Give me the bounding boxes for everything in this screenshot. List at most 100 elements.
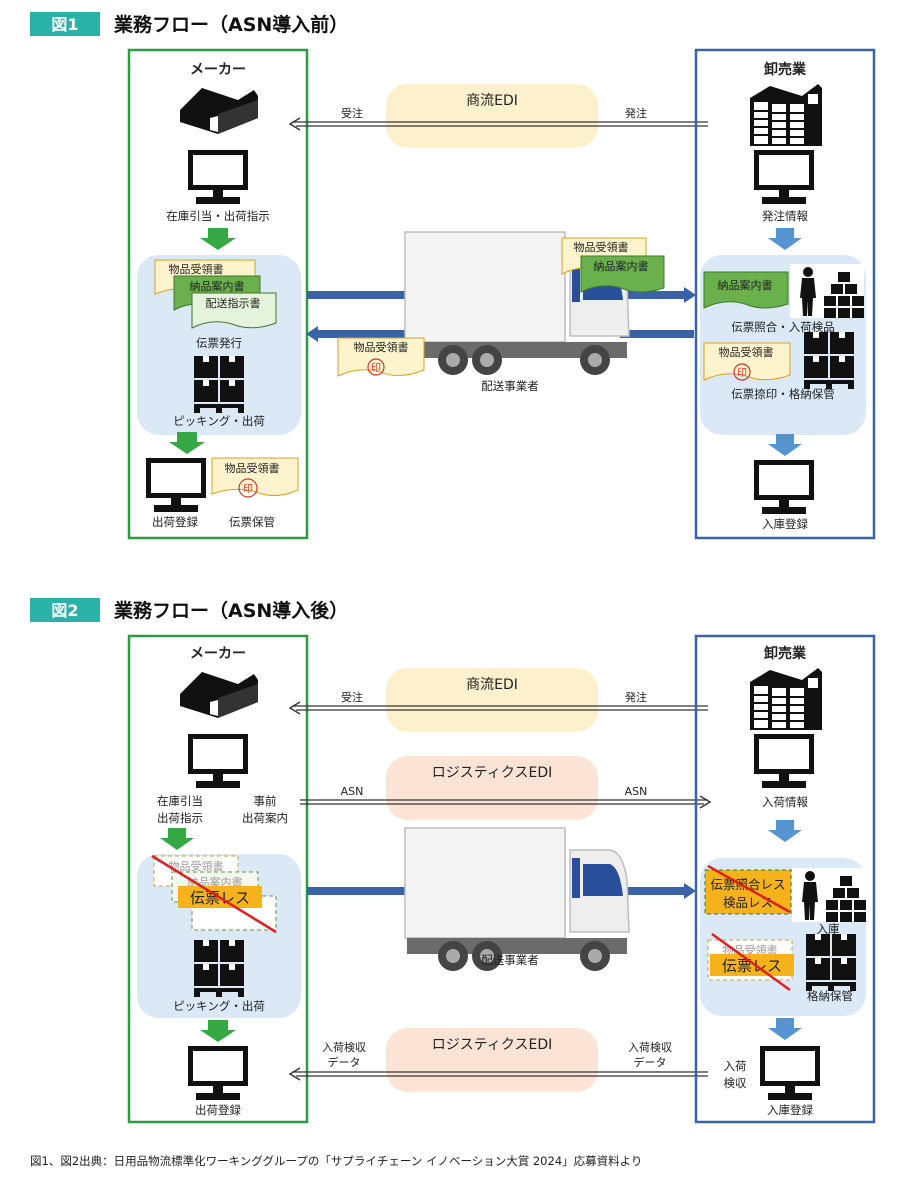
wholesaler-frame bbox=[694, 48, 876, 540]
asn-right-label: ASN bbox=[625, 785, 648, 798]
monitor-icon bbox=[754, 734, 814, 788]
maker-stamp: 印 bbox=[243, 483, 253, 495]
carrier-label: 配送事業者 bbox=[481, 953, 539, 967]
wholesaler-title: 卸売業 bbox=[764, 61, 807, 78]
maker-step-picking: ピッキング・出荷 bbox=[173, 414, 265, 428]
truck-icon bbox=[404, 827, 630, 972]
figure-2-badge-text: 図2 bbox=[51, 601, 78, 620]
shipment-arrow-left-segment bbox=[307, 887, 405, 895]
wholesaler-stamp: 印 bbox=[737, 367, 747, 379]
stamp-icon bbox=[367, 358, 385, 376]
order-received-label: 受注 bbox=[341, 690, 363, 704]
wholesaler-step-arrival-info: 入荷情報 bbox=[762, 795, 808, 809]
monitor-icon bbox=[188, 1046, 248, 1100]
return-arrow-right-segment bbox=[620, 330, 694, 338]
monitor-icon bbox=[754, 150, 814, 204]
order-received-label: 受注 bbox=[341, 106, 363, 120]
wholesaler-step-inspection-b: 検収 bbox=[724, 1076, 747, 1090]
maker-step-picking: ピッキング・出荷 bbox=[173, 999, 265, 1013]
wholesaler-step-receipt-registration: 入庫登録 bbox=[762, 517, 808, 531]
wholesaler-doc-1: 納品案内書 bbox=[718, 278, 773, 292]
transit-doc-1: 物品受領書 bbox=[574, 240, 629, 254]
wholesaler-step-inspection: 伝票照合・入荷検品 bbox=[731, 320, 835, 334]
maker-doc-3: 配送指示書 bbox=[206, 296, 261, 310]
wholesaler-frame bbox=[694, 634, 876, 1124]
maker-stored-doc: 物品受領書 bbox=[225, 461, 280, 475]
return-doc: 物品受領書 bbox=[354, 340, 409, 354]
figure-2-title: 業務フロー（ASN導入後） bbox=[113, 599, 348, 622]
strike-line bbox=[151, 854, 277, 934]
wholesaler-step-storage-in: 入庫 bbox=[817, 922, 840, 936]
maker-frame bbox=[127, 634, 309, 1124]
wholesaler-less-1b: 検品レス bbox=[723, 895, 773, 910]
logistics-edi-label: ロジスティクスEDI bbox=[432, 765, 553, 781]
maker-step-stock-allocation: 在庫引当・出荷指示 bbox=[166, 209, 270, 223]
blue-down-arrow-icon bbox=[768, 1018, 802, 1040]
commerce-edi-box bbox=[386, 84, 598, 148]
transit-doc-2: 納品案内書 bbox=[594, 259, 649, 273]
strike-line bbox=[707, 864, 791, 914]
blue-down-arrow-icon bbox=[768, 228, 802, 250]
flow-diagram-canvas: 図1 業務フロー（ASN導入前） メーカー 在庫引当・出荷指示 物品受領書 納品… bbox=[30, 12, 876, 1124]
monitor-icon bbox=[188, 150, 248, 204]
wholesaler-title: 卸売業 bbox=[764, 645, 807, 662]
monitor-icon bbox=[188, 734, 248, 788]
order-placed-label: 発注 bbox=[625, 106, 647, 120]
green-down-arrow-icon bbox=[200, 228, 236, 250]
slipless-inspection-badge bbox=[704, 869, 792, 915]
figure-2: 図2 業務フロー（ASN導入後） メーカー 在庫引当 出荷指示 事前 出荷案内 … bbox=[30, 598, 876, 1124]
strike-line bbox=[711, 932, 791, 992]
shipment-arrow-right-segment bbox=[622, 291, 684, 299]
maker-step-slip-storage: 伝票保管 bbox=[229, 515, 275, 529]
maker-title: メーカー bbox=[190, 646, 246, 662]
doc-delivery-note-received bbox=[703, 271, 789, 309]
blue-down-arrow-icon bbox=[768, 434, 802, 456]
figure-2-badge bbox=[30, 598, 100, 622]
figure-1: 図1 業務フロー（ASN導入前） メーカー 在庫引当・出荷指示 物品受領書 納品… bbox=[30, 12, 876, 540]
maker-step-advance: 事前 bbox=[254, 794, 277, 808]
wholesaler-doc-2: 物品受領書 bbox=[719, 345, 774, 359]
worker-icon bbox=[792, 868, 866, 922]
maker-step-shipment-registration: 出荷登録 bbox=[152, 515, 198, 529]
inspection-right-b: データ bbox=[634, 1055, 667, 1069]
monitor-icon bbox=[760, 1046, 820, 1100]
inspection-left-a: 入荷検収 bbox=[322, 1040, 366, 1054]
asn-left-label: ASN bbox=[341, 785, 364, 798]
logistics-edi-label-2: ロジスティクスEDI bbox=[432, 1037, 553, 1053]
inspection-left-b: データ bbox=[328, 1055, 361, 1069]
maker-doc-2: 納品案内書 bbox=[190, 279, 245, 293]
commerce-edi-label: 商流EDI bbox=[466, 93, 518, 109]
maker-step-stock-allocation: 在庫引当 bbox=[157, 794, 203, 808]
wholesaler-step-order-info: 発注情報 bbox=[762, 209, 808, 223]
shipment-arrow-right-segment bbox=[622, 887, 684, 895]
wholesaler-step-receipt-registration: 入庫登録 bbox=[767, 1103, 813, 1117]
commerce-edi-label: 商流EDI bbox=[466, 677, 518, 693]
green-down-arrow-icon bbox=[200, 1020, 236, 1042]
maker-step-shipping-instruction: 出荷指示 bbox=[157, 811, 203, 825]
maker-step-shipment-registration: 出荷登録 bbox=[195, 1103, 241, 1117]
factory-icon bbox=[180, 672, 258, 718]
maker-doc-1: 物品受領書 bbox=[169, 262, 224, 276]
wholesaler-faded-doc: 物品受領書 bbox=[723, 943, 778, 957]
stamp-icon bbox=[238, 478, 258, 498]
order-placed-label: 発注 bbox=[625, 690, 647, 704]
stamp-icon bbox=[733, 363, 751, 381]
monitor-icon bbox=[146, 458, 206, 512]
warehouse-icon bbox=[750, 84, 822, 146]
return-arrow-left-segment bbox=[318, 330, 406, 338]
slipless-badge bbox=[710, 954, 794, 976]
shipment-arrow-left-segment bbox=[307, 291, 405, 299]
commerce-edi-box bbox=[386, 668, 598, 732]
wholesaler-slipless: 伝票レス bbox=[722, 957, 782, 975]
worker-icon bbox=[790, 264, 864, 318]
doc-delivery-note-transit bbox=[580, 255, 665, 293]
wholesaler-less-1a: 伝票照合レス bbox=[710, 877, 785, 892]
maker-faded-doc-1: 物品受領書 bbox=[169, 859, 224, 873]
maker-step-slip-issue: 伝票発行 bbox=[196, 336, 242, 350]
warehouse-icon bbox=[750, 668, 822, 730]
wholesaler-step-inspection-a: 入荷 bbox=[724, 1059, 747, 1073]
maker-title: メーカー bbox=[190, 62, 246, 78]
doc-return-receipt bbox=[337, 337, 425, 377]
return-stamp: 印 bbox=[371, 362, 381, 374]
wholesaler-step-stamp-storage: 伝票捺印・格納保管 bbox=[731, 387, 835, 401]
